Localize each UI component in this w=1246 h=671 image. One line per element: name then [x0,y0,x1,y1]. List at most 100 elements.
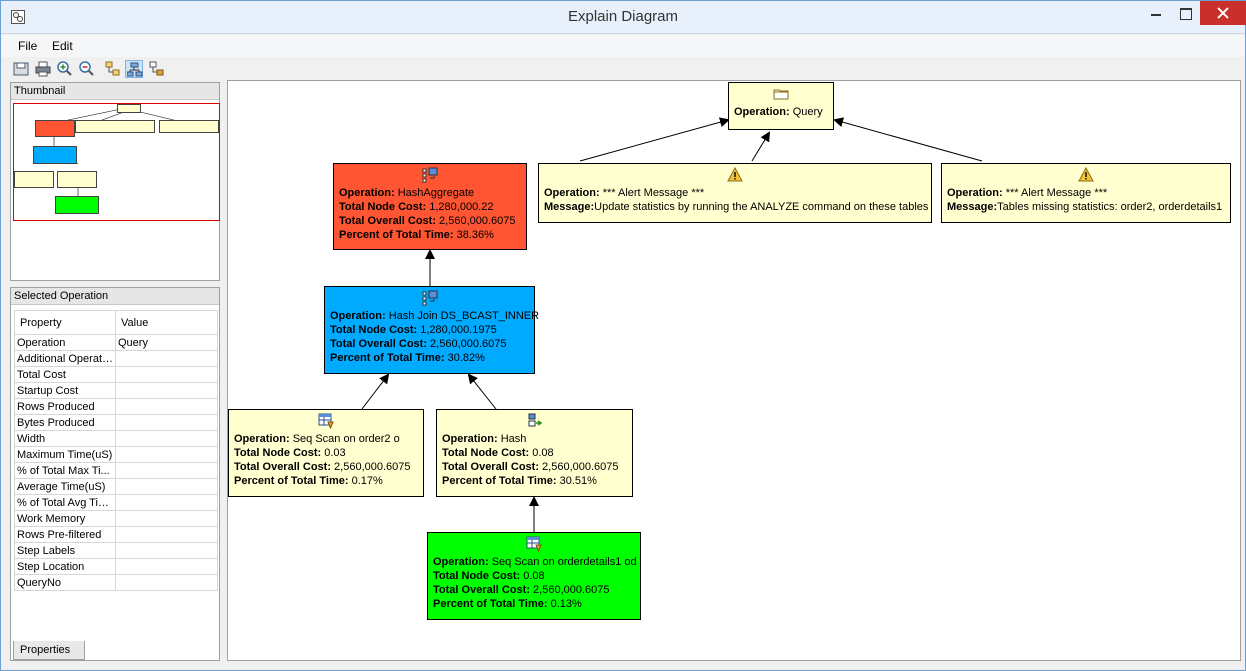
thumbnail-node-query [117,104,141,113]
node-cost-value: 0.03 [324,447,346,459]
selected-operation-panel: Selected Operation Property Value Operat… [10,287,220,661]
node-cost-label: Total Node Cost: [339,201,427,213]
table-row[interactable]: Work Memory [14,510,218,527]
node-alert-update-statistics[interactable]: Operation: *** Alert Message *** Message… [538,163,932,223]
node-cost-value: 0.08 [523,570,545,582]
tab-properties[interactable]: Properties [13,641,85,660]
overall-cost-label: Total Overall Cost: [433,584,530,596]
overall-cost-value: 2,560,000.6075 [430,338,507,350]
node-query[interactable]: Operation: Query [728,82,834,130]
operation-label: Operation: [433,556,489,568]
table-row[interactable]: % of Total Max Ti... [14,462,218,479]
layout-vertical-icon[interactable] [125,60,143,78]
edge-hash-hashjoin [467,373,497,410]
overall-cost-value: 2,560,000.6075 [334,461,411,473]
table-row[interactable]: Step Location [14,558,218,575]
table-row[interactable]: Width [14,430,218,447]
operation-value: *** Alert Message *** [1005,187,1108,199]
node-seq-scan-orderdetails1[interactable]: Operation: Seq Scan on orderdetails1 od … [427,532,641,620]
property-value [115,398,218,415]
percent-label: Percent of Total Time: [234,475,349,487]
table-row[interactable]: Maximum Time(uS) [14,446,218,463]
property-value [115,510,218,527]
minimize-button[interactable] [1141,1,1171,25]
property-value: Query [115,334,218,351]
operation-label: Operation: [947,187,1003,199]
node-hashaggregate[interactable]: Operation: HashAggregate Total Node Cost… [333,163,527,250]
table-row[interactable]: Bytes Produced [14,414,218,431]
folder-icon [773,89,789,100]
message-value: Tables missing statistics: order2, order… [997,201,1223,213]
thumbnail-node-hashjoin [33,146,77,164]
property-name: % of Total Avg Time [14,494,116,511]
edge-hashagg-query [579,117,730,162]
property-name: QueryNo [14,574,116,591]
table-row[interactable]: Average Time(uS) [14,478,218,495]
table-row[interactable]: % of Total Avg Time [14,494,218,511]
table-row[interactable]: Rows Produced [14,398,218,415]
thumbnail-node-seqscan2 [55,196,99,214]
percent-label: Percent of Total Time: [442,475,557,487]
table-row[interactable]: Rows Pre-filtered [14,526,218,543]
property-name: Startup Cost [14,382,116,399]
property-value [115,542,218,559]
percent-value: 30.51% [559,475,597,487]
print-icon[interactable] [34,60,52,78]
thumbnail-viewport[interactable] [13,103,220,221]
save-icon[interactable] [12,60,30,78]
node-cost-value: 1,280,000.22 [429,201,494,213]
node-hash-join[interactable]: Operation: Hash Join DS_BCAST_INNER Tota… [324,286,539,374]
diagram-canvas[interactable]: Operation: Query Operation: *** Alert Me… [227,80,1241,661]
node-seq-scan-order2[interactable]: Operation: Seq Scan on order2 o Total No… [228,409,424,497]
layout-horizontal-icon[interactable] [148,60,166,78]
percent-label: Percent of Total Time: [433,598,548,610]
thumbnail-node-alert2 [159,120,219,133]
table-row[interactable]: Total Cost [14,366,218,383]
property-name: Maximum Time(uS) [14,446,116,463]
percent-value: 38.36% [456,229,494,241]
property-value [115,366,218,383]
selected-operation-header: Selected Operation [11,288,219,305]
table-row[interactable]: QueryNo [14,574,218,591]
node-alert-missing-statistics[interactable]: Operation: *** Alert Message *** Message… [941,163,1231,223]
property-value [115,478,218,495]
overall-cost-label: Total Overall Cost: [330,338,427,350]
property-value [115,350,218,367]
join-icon [422,290,437,306]
operation-value: Hash Join DS_BCAST_INNER [388,310,540,322]
percent-label: Percent of Total Time: [330,352,445,364]
warning-icon [1078,167,1094,182]
maximize-button[interactable] [1171,1,1201,25]
property-value [115,526,218,543]
column-header-property[interactable]: Property [14,310,116,335]
node-cost-label: Total Node Cost: [433,570,521,582]
menu-edit[interactable]: Edit [52,39,73,53]
node-hash[interactable]: Operation: Hash Total Node Cost: 0.08 To… [436,409,633,497]
warning-icon [727,167,743,182]
layout-tree-icon[interactable] [104,60,122,78]
thumbnail-node-alert1 [75,120,155,133]
property-name: % of Total Max Ti... [14,462,116,479]
table-row[interactable]: Additional Operati... [14,350,218,367]
property-name: Work Memory [14,510,116,527]
column-header-value[interactable]: Value [115,310,218,335]
menu-file[interactable]: File [18,39,38,53]
zoom-out-icon[interactable] [78,60,96,78]
operation-label: Operation: [330,310,386,322]
property-value [115,414,218,431]
hash-icon [528,413,542,427]
node-cost-label: Total Node Cost: [442,447,530,459]
thumbnail-node-hash [57,171,97,188]
table-row[interactable]: Startup Cost [14,382,218,399]
zoom-in-icon[interactable] [56,60,74,78]
property-value [115,430,218,447]
table-scan-icon [318,413,334,429]
operation-value: Query [792,106,823,118]
property-name: Rows Produced [14,398,116,415]
property-name: Width [14,430,116,447]
overall-cost-label: Total Overall Cost: [234,461,331,473]
table-row[interactable]: Step Labels [14,542,218,559]
close-button[interactable] [1200,1,1246,25]
node-cost-value: 1,280,000.1975 [420,324,497,336]
